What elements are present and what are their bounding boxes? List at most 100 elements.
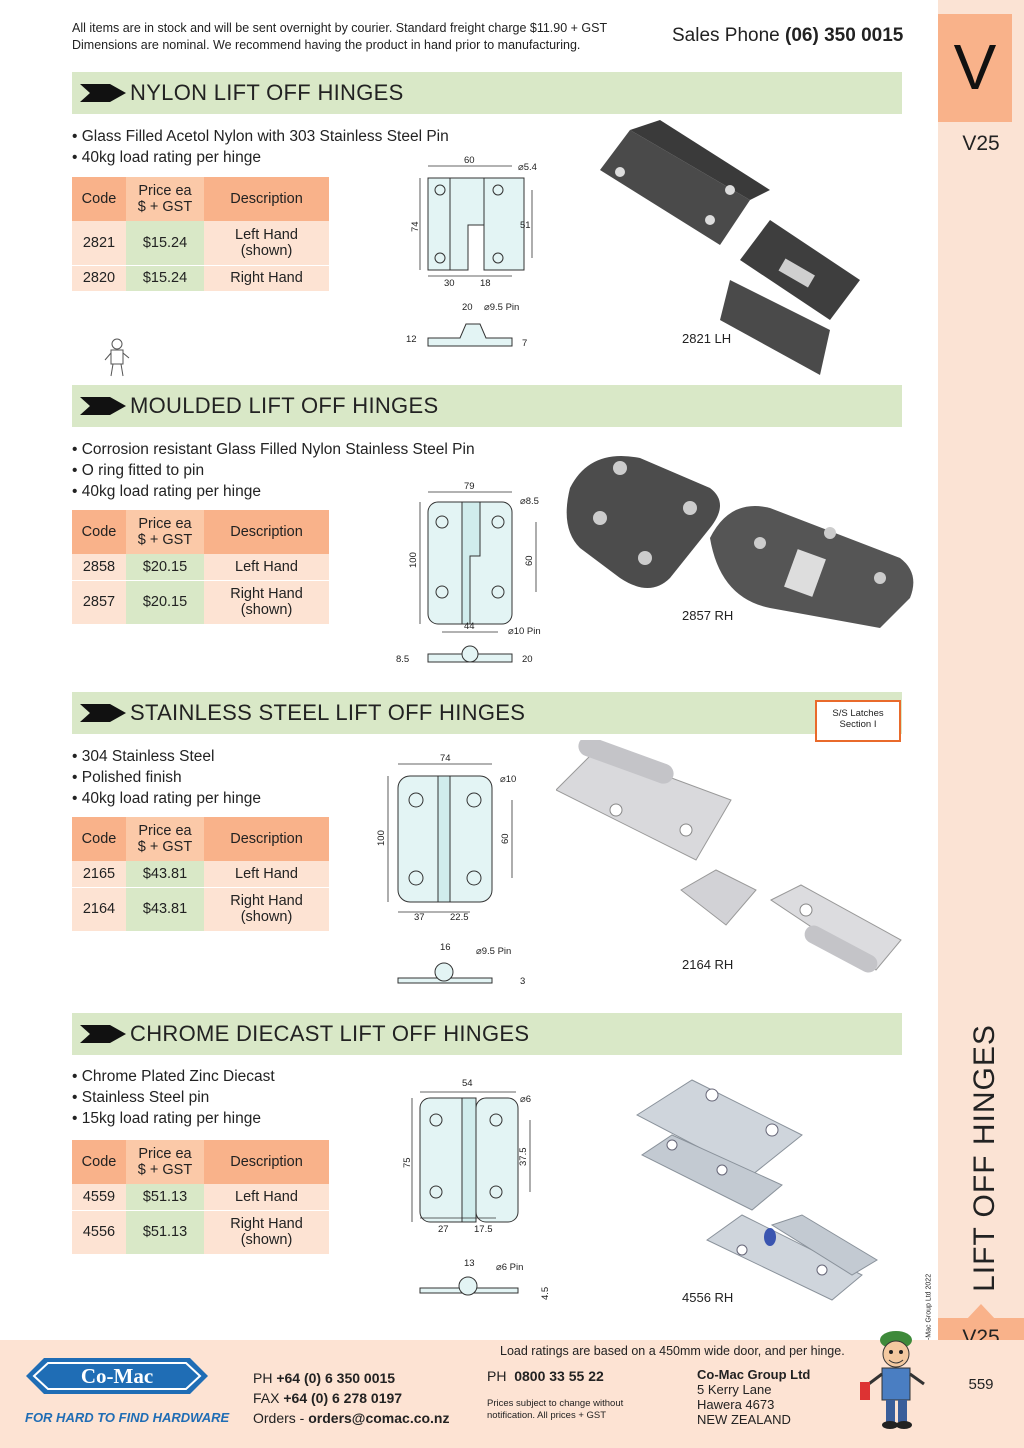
page-number: 559 [968, 1376, 994, 1393]
svg-text:⌀9.5 Pin: ⌀9.5 Pin [476, 946, 511, 957]
svg-text:⌀10: ⌀10 [500, 774, 516, 785]
sales-phone: Sales Phone (06) 350 0015 [672, 25, 903, 47]
orders-email-link[interactable]: orders@comac.co.nz [308, 1410, 450, 1426]
bullet: • 40kg load rating per hinge [72, 149, 261, 166]
bullet-list: • Glass Filled Acetol Nylon with 303 Sta… [72, 126, 449, 168]
svg-text:60: 60 [464, 155, 475, 166]
bullet: • O ring fitted to pin [72, 462, 205, 479]
mascot-small-icon [104, 338, 130, 377]
svg-text:8.5: 8.5 [396, 654, 409, 665]
bullet: • Corrosion resistant Glass Filled Nylon… [72, 441, 475, 458]
ss-latches-link[interactable]: S/S Latches Section I [815, 700, 901, 742]
technical-drawing-nylon: 60 74 51 ⌀5.4 30 18 20 ⌀9.5 Pin 12 7 [406, 155, 537, 349]
product-photo-moulded [566, 456, 914, 628]
svg-text:75: 75 [402, 1157, 413, 1168]
section-code-top: V25 [962, 132, 1000, 155]
prices-note: Prices subject to change without notific… [487, 1398, 624, 1421]
section-title: CHROME DIECAST LIFT OFF HINGES [130, 1021, 530, 1046]
photo-caption: 4556 RH [682, 1290, 734, 1305]
table-row: 2820 $15.24 Right Hand [72, 265, 329, 291]
price-table: Code Price ea$ + GST Description 2858 $2… [72, 510, 329, 624]
freephone: PH 0800 33 55 22 [487, 1368, 604, 1384]
price-table: Code Price ea$ + GST Description 2821 $1… [72, 177, 329, 291]
svg-text:16: 16 [440, 942, 451, 953]
svg-text:⌀9.5 Pin: ⌀9.5 Pin [484, 302, 519, 313]
svg-text:22.5: 22.5 [450, 912, 469, 923]
arrow-icon [80, 397, 126, 415]
section-title: NYLON LIFT OFF HINGES [130, 80, 404, 105]
technical-drawing-stainless: 74 ⌀10 100 60 37 22.5 16 ⌀9.5 Pin 3 [376, 753, 525, 987]
technical-drawing-moulded: 79 ⌀8.5 100 60 44 ⌀10 Pin 8.5 20 [396, 481, 541, 665]
svg-text:20: 20 [462, 302, 473, 313]
bullet-list: • 304 Stainless Steel • Polished finish … [72, 746, 261, 809]
arrow-icon [80, 84, 126, 102]
table-row: 2821 $15.24 Left Hand(shown) [72, 221, 329, 265]
svg-text:18: 18 [480, 278, 491, 289]
svg-text:51: 51 [520, 220, 531, 231]
svg-text:⌀6: ⌀6 [520, 1094, 531, 1105]
svg-text:17.5: 17.5 [474, 1224, 493, 1235]
dimensions-note: Dimensions are nominal. We recommend hav… [72, 38, 581, 52]
bullet: • 40kg load rating per hinge [72, 483, 261, 500]
sales-phone-number: (06) 350 0015 [785, 25, 904, 46]
svg-text:74: 74 [440, 753, 451, 764]
bullet: • 304 Stainless Steel [72, 748, 215, 765]
col-code: Code [72, 177, 126, 221]
table-row: 2164 $43.81 Right Hand(shown) [72, 887, 329, 931]
arrow-icon [80, 1025, 126, 1043]
right-sidebar [938, 0, 1024, 1340]
svg-text:⌀8.5: ⌀8.5 [520, 496, 539, 507]
svg-text:37.5: 37.5 [518, 1148, 529, 1167]
svg-text:100: 100 [376, 830, 387, 846]
photo-caption: 2857 RH [682, 608, 734, 623]
svg-text:12: 12 [406, 334, 417, 345]
sidebar-title: LIFT OFF HINGES [955, 1024, 1015, 1292]
bullet: • Chrome Plated Zinc Diecast [72, 1068, 275, 1085]
svg-text:37: 37 [414, 912, 425, 923]
phone-link[interactable]: +64 (0) 6 350 0015 [276, 1370, 396, 1386]
product-photo-nylon [600, 120, 860, 375]
col-description: Description [204, 177, 329, 221]
product-photo-chrome [636, 1079, 878, 1301]
freephone-link[interactable]: 0800 33 55 22 [514, 1368, 604, 1384]
svg-text:60: 60 [524, 555, 535, 566]
svg-text:4.5: 4.5 [540, 1287, 551, 1300]
photo-caption: 2164 RH [682, 957, 734, 972]
table-row: 4556 $51.13 Right Hand(shown) [72, 1210, 329, 1254]
bullet-list: • Corrosion resistant Glass Filled Nylon… [72, 439, 475, 502]
comac-logo: Co-Mac [26, 1358, 208, 1394]
header-note: All items are in stock and will be sent … [72, 20, 607, 54]
price-table: Code Price ea$ + GST Description 4559 $5… [72, 1140, 329, 1254]
section-letter: V [953, 31, 997, 103]
sidebar-title-text: LIFT OFF HINGES [968, 1023, 1001, 1292]
table-row: 2165 $43.81 Left Hand [72, 861, 329, 887]
svg-text:60: 60 [500, 833, 511, 844]
svg-text:74: 74 [410, 221, 421, 232]
fax-number: +64 (0) 6 278 0197 [283, 1390, 403, 1406]
company-address: Co-Mac Group Ltd 5 Kerry Lane Hawera 467… [697, 1367, 811, 1427]
section-banner-nylon: NYLON LIFT OFF HINGES [72, 72, 902, 114]
section-banner-stainless: STAINLESS STEEL LIFT OFF HINGES [72, 692, 902, 734]
svg-text:100: 100 [408, 552, 419, 568]
section-title: MOULDED LIFT OFF HINGES [130, 393, 439, 418]
bullet: • Glass Filled Acetol Nylon with 303 Sta… [72, 128, 449, 145]
svg-text:3: 3 [520, 976, 525, 987]
table-row: 2857 $20.15 Right Hand(shown) [72, 580, 329, 624]
section-letter-tab [938, 14, 1012, 122]
bullet: • Stainless Steel pin [72, 1089, 210, 1106]
tab-notch [966, 1304, 996, 1320]
svg-text:13: 13 [464, 1258, 475, 1269]
product-photo-stainless [556, 740, 902, 973]
bullet-list: • Chrome Plated Zinc Diecast • Stainless… [72, 1066, 275, 1129]
arrow-icon [80, 704, 126, 722]
svg-text:54: 54 [462, 1078, 473, 1089]
bullet: • Polished finish [72, 769, 182, 786]
svg-text:⌀10 Pin: ⌀10 Pin [508, 626, 541, 637]
photo-caption: 2821 LH [682, 331, 732, 346]
tagline: FOR HARD TO FIND HARDWARE [25, 1410, 230, 1425]
bullet: • 40kg load rating per hinge [72, 790, 261, 807]
table-row: 2858 $20.15 Left Hand [72, 554, 329, 580]
svg-text:⌀5.4: ⌀5.4 [518, 162, 537, 173]
svg-text:Co-Mac: Co-Mac [81, 1364, 153, 1388]
svg-text:30: 30 [444, 278, 455, 289]
